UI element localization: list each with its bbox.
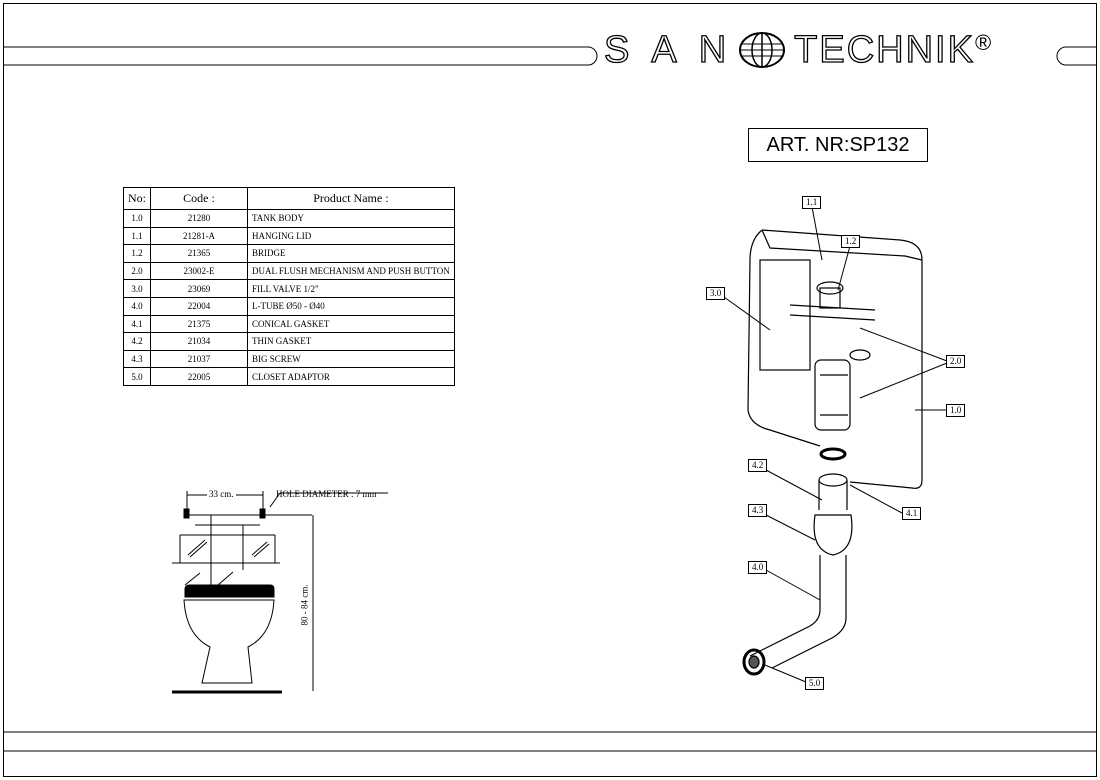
installation-drawing xyxy=(172,491,388,694)
article-number: ART. NR:SP132 xyxy=(748,128,928,162)
cell-no: 5.0 xyxy=(123,367,151,386)
col-product: Product Name : xyxy=(247,187,455,210)
table-header: No: Code : Product Name : xyxy=(123,187,455,210)
callout-4-1: 4.1 xyxy=(902,507,922,520)
callout-4-0: 4.0 xyxy=(748,561,768,574)
brand-right: TECHNIK xyxy=(793,28,975,71)
brand-left: SAN xyxy=(603,28,749,71)
cistern-exploded-view xyxy=(742,229,923,676)
cell-name: CLOSET ADAPTOR xyxy=(247,367,455,386)
callout-1-2: 1.2 xyxy=(841,235,861,248)
callout-5-0: 5.0 xyxy=(805,677,825,690)
width-dimension: 33 cm. xyxy=(207,489,236,499)
callout-4-2: 4.2 xyxy=(748,459,768,472)
registered-mark: ® xyxy=(974,30,994,55)
sheet-frame xyxy=(3,3,1097,777)
cell-code: 22005 xyxy=(150,367,248,386)
callout-4-3: 4.3 xyxy=(748,504,768,517)
brand-logo: SAN TECHNIK ® xyxy=(603,28,994,71)
callout-3-0: 3.0 xyxy=(706,287,726,300)
callout-1-0: 1.0 xyxy=(946,404,966,417)
globe-icon xyxy=(739,32,786,68)
col-no: No: xyxy=(123,187,151,210)
hole-diameter-note: HOLE DIAMETER : 7 mm xyxy=(276,489,377,499)
col-code: Code : xyxy=(150,187,248,210)
callout-2-0: 2.0 xyxy=(946,355,966,368)
callout-1-1: 1.1 xyxy=(802,196,822,209)
